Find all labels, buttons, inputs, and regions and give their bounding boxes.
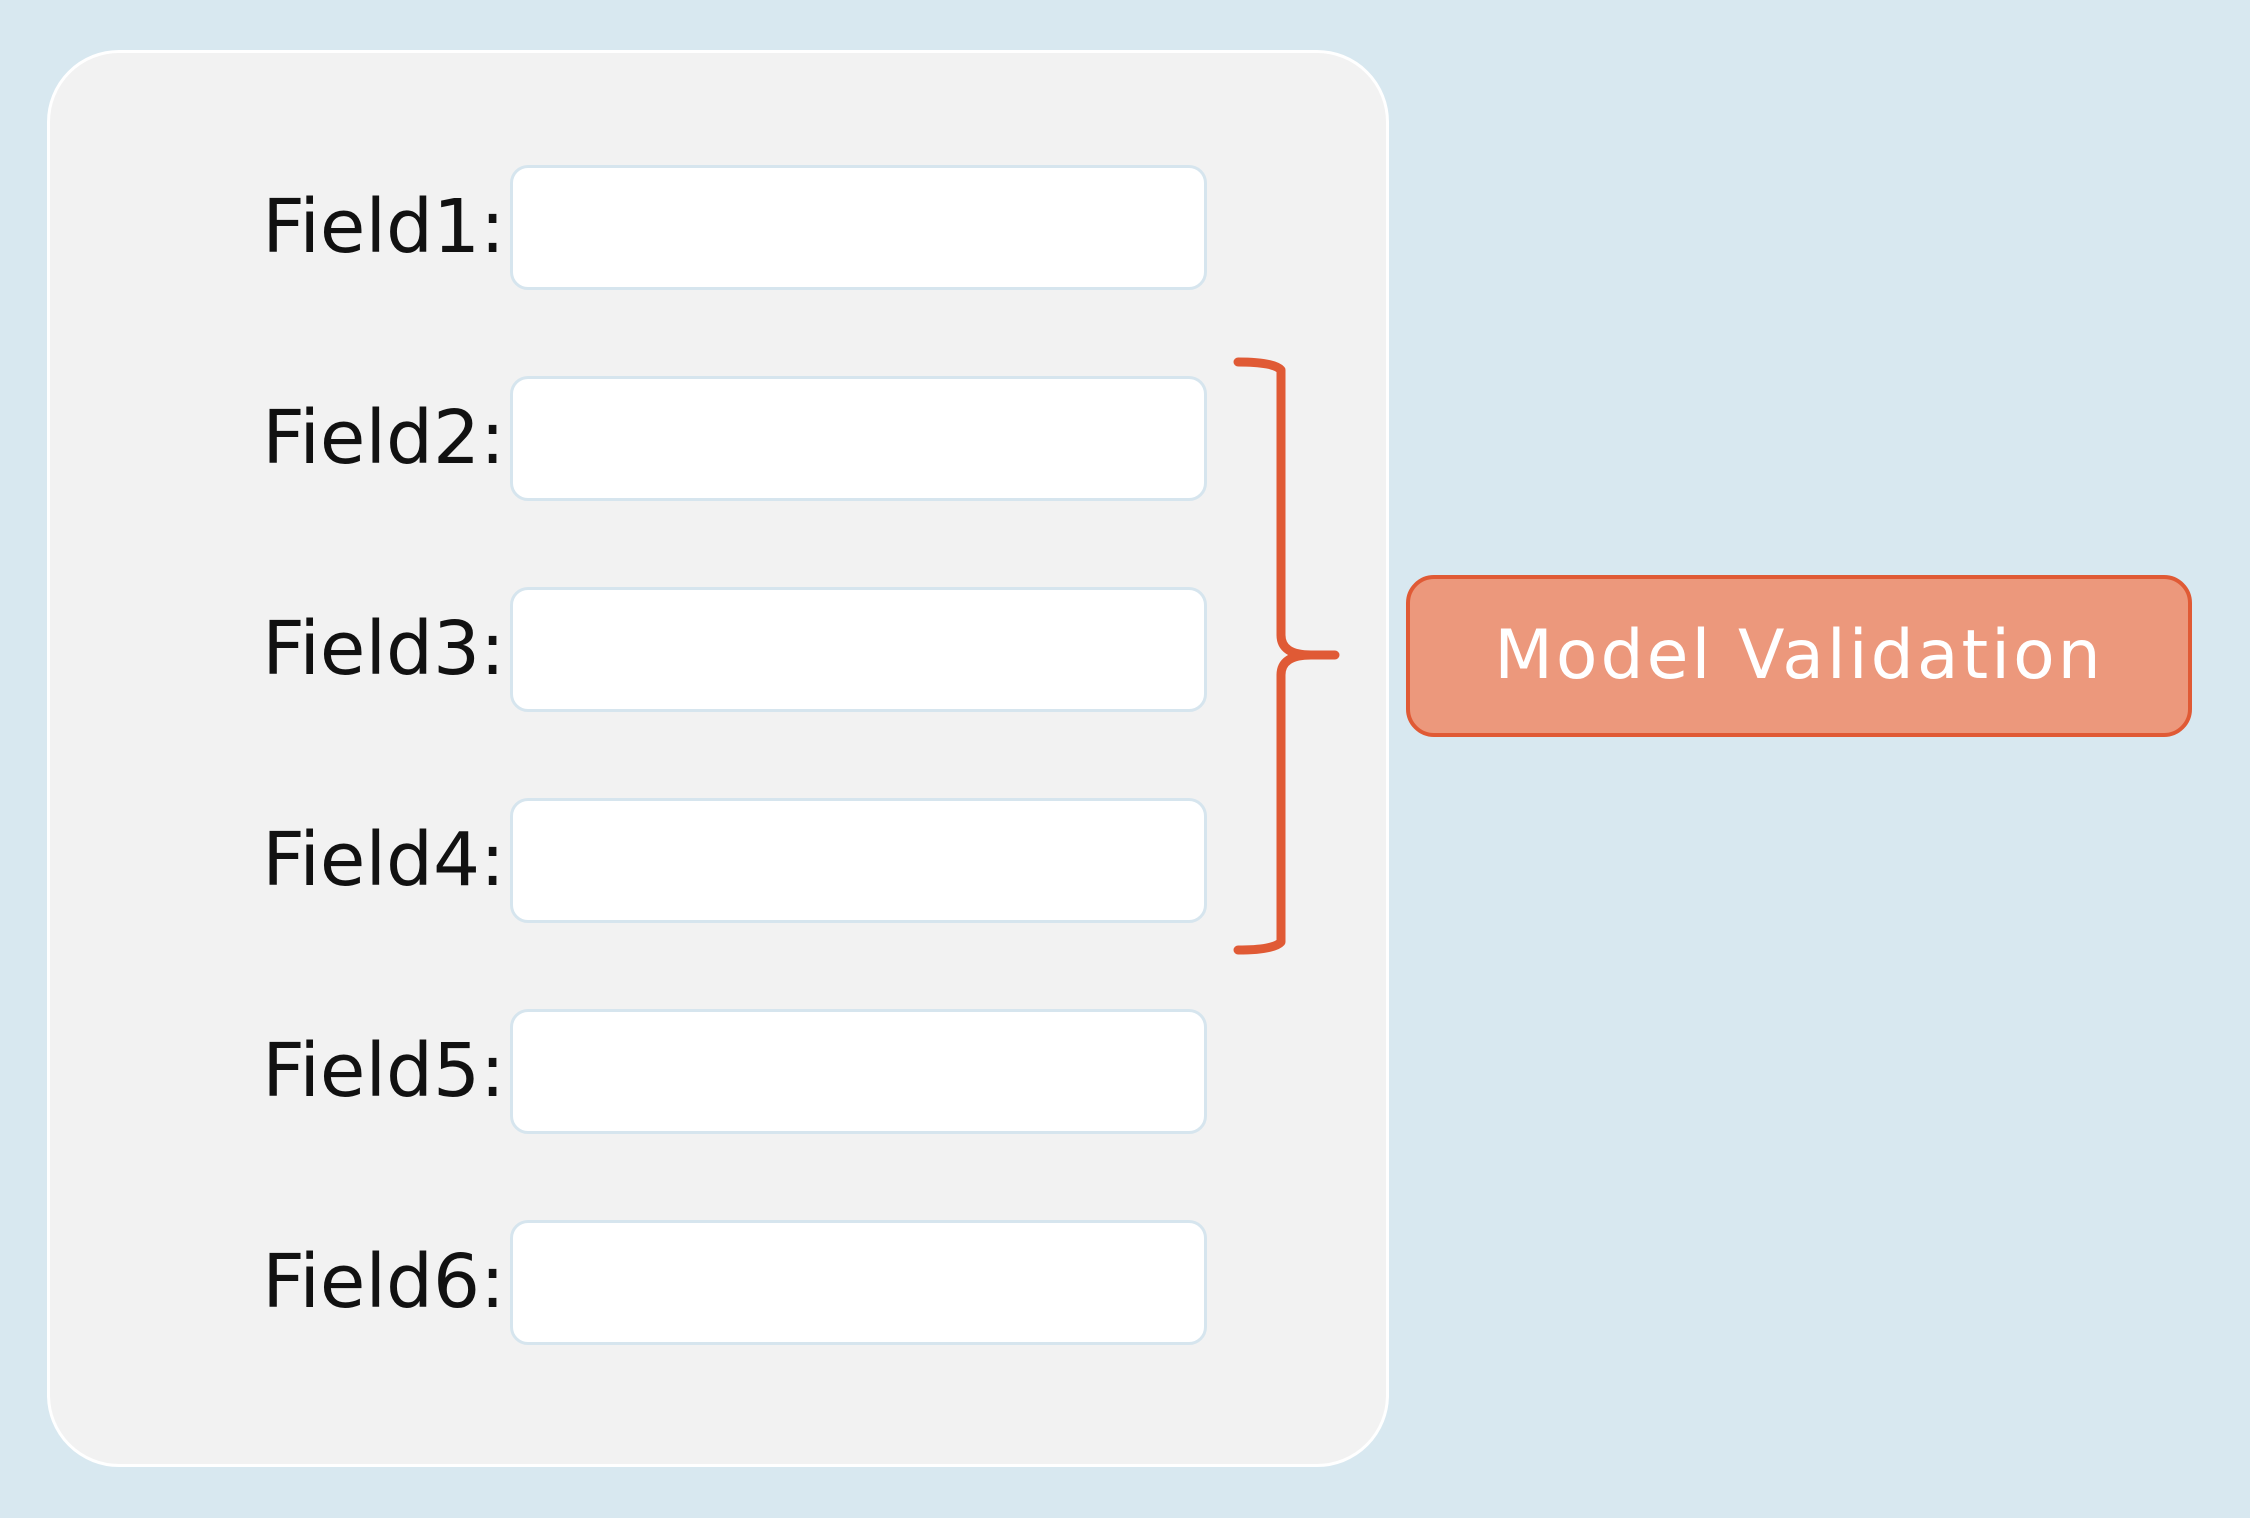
field2-input[interactable] [510, 376, 1207, 501]
field6-label: Field6: [262, 1239, 505, 1325]
field5-input[interactable] [510, 1009, 1207, 1134]
field-row-5: Field5: [50, 1009, 1392, 1134]
field4-input[interactable] [510, 798, 1207, 923]
curly-brace-connector [1233, 357, 1340, 955]
field3-label: Field3: [262, 606, 505, 692]
field1-input[interactable] [510, 165, 1207, 290]
field-row-1: Field1: [50, 165, 1392, 290]
field-row-3: Field3: [50, 587, 1392, 712]
field4-label: Field4: [262, 817, 505, 903]
field-row-4: Field4: [50, 798, 1392, 923]
field2-label: Field2: [262, 395, 505, 481]
field5-label: Field5: [262, 1028, 505, 1114]
field6-input[interactable] [510, 1220, 1207, 1345]
field1-label: Field1: [262, 184, 505, 270]
model-validation-box: Model Validation [1406, 575, 2192, 737]
field-row-6: Field6: [50, 1220, 1392, 1345]
form-panel: Field1: Field2: Field3: Field4: Field5: … [47, 50, 1389, 1467]
field3-input[interactable] [510, 587, 1207, 712]
field-row-2: Field2: [50, 376, 1392, 501]
